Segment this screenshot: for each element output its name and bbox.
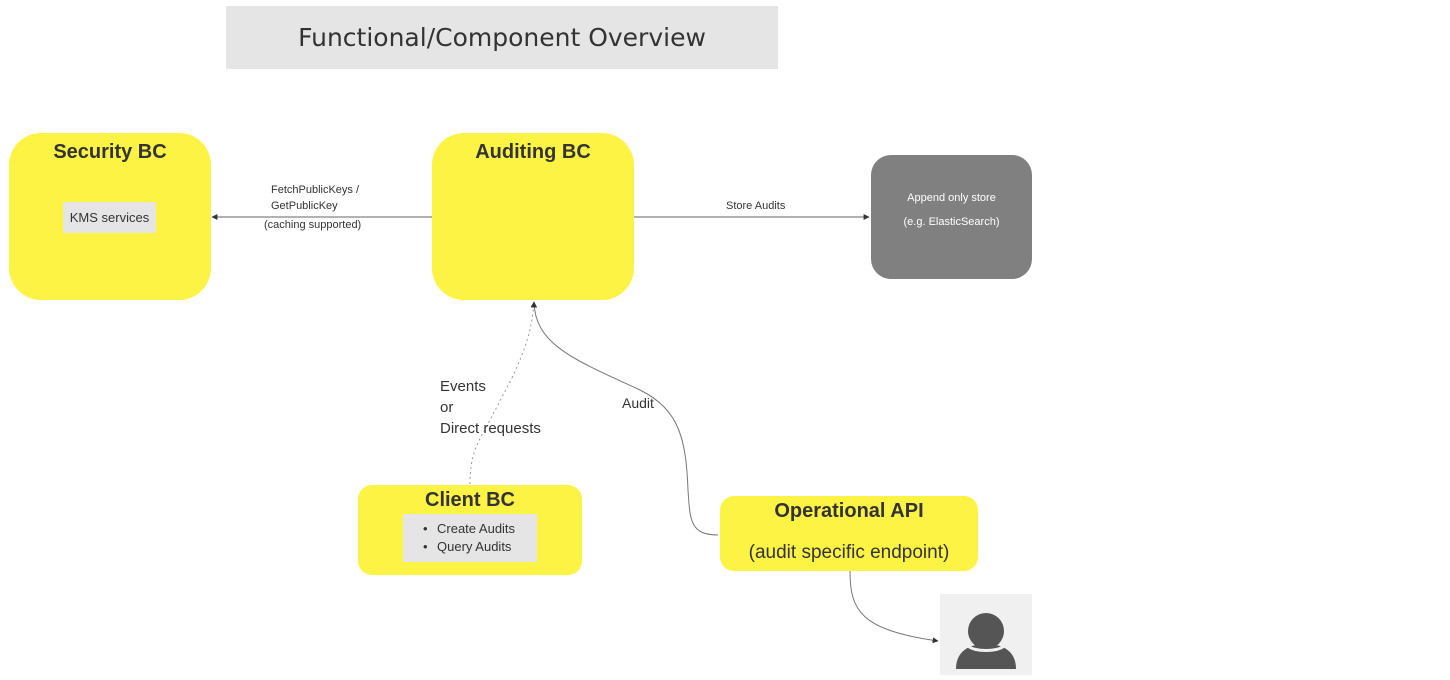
kms-services-box: KMS services [63,202,156,233]
edge-events-upper [511,301,537,379]
list-item-label: Query Audits [437,539,512,554]
user-avatar-icon [956,613,1016,669]
edge-audit-label: Audit [622,395,654,411]
edge-events-line-3: Direct requests [440,420,541,437]
diagram-title-text: Functional/Component Overview [298,23,706,52]
security-bc-title: Security BC [53,141,167,163]
edge-events-line-1: Events [440,378,486,395]
edge-store-audits-label: Store Audits [726,200,786,212]
list-item-label: Create Audits [437,521,516,536]
client-bc-title: Client BC [425,489,515,511]
operational-api-title: Operational API [774,500,924,522]
edge-fetch-keys-label-3: (caching supported) [264,219,362,231]
edge-events [469,377,513,485]
auditing-bc-title: Auditing BC [475,141,591,163]
edge-events-label: Events or Direct requests [440,376,541,439]
edge-audit [531,301,719,536]
edge-events-line-2: or [440,399,454,416]
diagram-title: Functional/Component Overview [226,6,778,69]
bullet-icon: • [423,521,428,536]
operational-api-node: Operational API (audit specific endpoint… [720,496,978,571]
client-bc-feature-list: • Create Audits • Query Audits [403,514,537,562]
edge-user [849,570,939,644]
user-node [940,594,1032,675]
store-line-1: Append only store [907,192,996,204]
edge-fetch-keys-label-1: FetchPublicKeys / [271,184,360,196]
kms-services-label: KMS services [69,210,150,225]
store-line-2: (e.g. ElasticSearch) [903,216,1000,228]
append-only-store-node: Append only store (e.g. ElasticSearch) [871,155,1032,279]
auditing-bc-node: Auditing BC [432,133,634,300]
operational-api-subtitle: (audit specific endpoint) [748,542,950,563]
bullet-icon: • [423,539,428,554]
list-item: • Query Audits [403,538,537,556]
edge-fetch-keys-label-2: GetPublicKey [271,200,338,212]
list-item: • Create Audits [403,520,537,538]
